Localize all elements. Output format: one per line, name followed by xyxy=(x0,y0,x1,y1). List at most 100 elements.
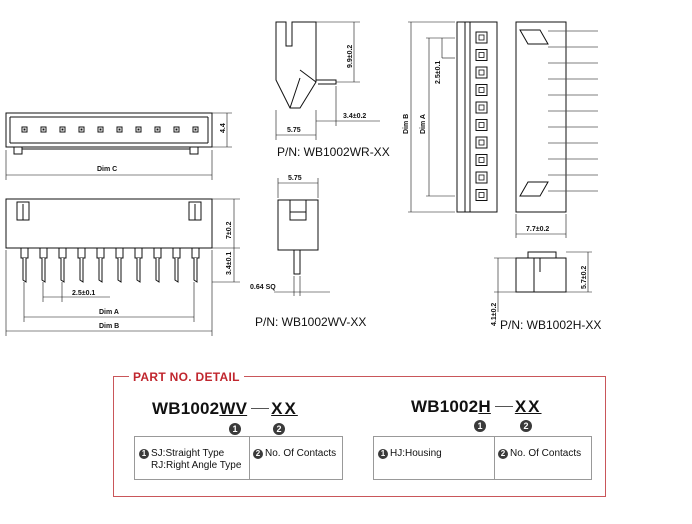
housing-cell xyxy=(475,49,488,61)
housing-cell xyxy=(475,119,488,131)
housing-cell xyxy=(475,171,488,184)
top-view xyxy=(5,112,232,180)
wr-part-number: P/N: WB1002WR-XX xyxy=(277,145,390,159)
wv-pin-dim: 0.64 SQ xyxy=(250,284,276,291)
h-height-dim: 5.7±0.2 xyxy=(581,266,588,289)
top-pin-dot xyxy=(61,128,64,131)
front-slot xyxy=(191,248,200,259)
left-contacts-cell xyxy=(249,436,343,480)
top-pin xyxy=(78,126,85,133)
housing-cell-inner xyxy=(478,104,485,111)
right-code-suffix: H xyxy=(478,397,491,416)
part-detail-box xyxy=(113,376,606,497)
right-marker-1: 1 xyxy=(474,420,486,432)
top-dim-c: Dim C xyxy=(97,166,117,173)
left-code-contacts: XX xyxy=(271,399,298,418)
wv-side-view xyxy=(274,178,330,296)
front-slot xyxy=(153,248,162,259)
front-pin xyxy=(98,258,103,283)
housing-cell-inner xyxy=(478,34,485,41)
housing-cell xyxy=(475,189,488,201)
top-pin-dot xyxy=(99,128,102,131)
right-contacts-cell xyxy=(494,436,592,480)
housing-cell-inner xyxy=(478,174,485,181)
top-pin xyxy=(192,126,199,133)
front-pin xyxy=(117,258,122,283)
h-part-number: P/N: WB1002H-XX xyxy=(500,318,601,332)
housing-cell xyxy=(475,154,488,166)
top-pin-dot xyxy=(156,128,159,131)
housing-cell-inner xyxy=(478,122,485,128)
housing-cell-inner xyxy=(478,157,485,163)
front-pin xyxy=(79,258,84,283)
h-bottom-dim: 4.1±0.2 xyxy=(491,303,498,326)
front-slot xyxy=(39,248,48,259)
top-pin xyxy=(40,126,47,133)
top-pin xyxy=(21,126,28,133)
housing-cell-inner xyxy=(478,69,485,76)
front-pin xyxy=(41,258,46,283)
housing-cell xyxy=(475,66,488,79)
housing-cell xyxy=(475,84,488,96)
housing-width-dim: 7.7±0.2 xyxy=(526,226,549,233)
housing-cell-inner xyxy=(478,139,485,146)
front-pitch-dim: 2.5±0.1 xyxy=(72,290,95,297)
wr-side-view xyxy=(275,21,380,140)
front-slot xyxy=(58,248,67,259)
top-pin xyxy=(59,126,66,133)
part-detail-title: PART NO. DETAIL xyxy=(129,370,244,384)
top-pin-dot xyxy=(137,128,140,131)
front-height-dim: 7±0.2 xyxy=(226,221,233,239)
right-marker-2: 2 xyxy=(520,420,532,432)
right-code-prefix: WB1002 xyxy=(411,397,479,416)
left-marker-2: 2 xyxy=(273,423,285,435)
top-pin-dot xyxy=(175,128,178,131)
housing-pitch-dim: 2.5±0.1 xyxy=(435,61,442,84)
front-slot xyxy=(172,248,181,259)
housing-cell-inner xyxy=(478,87,485,93)
top-pin-dot xyxy=(118,128,121,131)
top-pin xyxy=(173,126,180,133)
front-pin xyxy=(136,258,141,283)
wv-part-number: P/N: WB1002WV-XX xyxy=(255,315,366,329)
housing-dim-b: Dim B xyxy=(403,114,410,134)
top-pin xyxy=(97,126,104,133)
housing-cell xyxy=(475,136,488,149)
top-pin-dot xyxy=(194,128,197,131)
front-slot xyxy=(115,248,124,259)
right-part-code: WB1002H XX xyxy=(411,397,542,417)
front-pin xyxy=(155,258,160,283)
right-code-contacts: XX xyxy=(514,397,542,416)
left-type-cell xyxy=(134,436,250,480)
top-pin-dot xyxy=(23,128,26,131)
left-type-line2: RJ:Right Angle Type xyxy=(151,460,242,471)
front-pin xyxy=(22,258,27,283)
top-pin-dot xyxy=(42,128,45,131)
housing-cell-inner xyxy=(478,192,485,198)
top-pin-dot xyxy=(80,128,83,131)
front-dim-a: Dim A xyxy=(99,309,119,316)
housing-cell xyxy=(475,31,488,44)
wr-width-dim: 5.75 xyxy=(287,127,301,134)
wr-height-dim: 9.9±0.2 xyxy=(347,45,354,68)
left-code-prefix: WB1002 xyxy=(152,399,220,418)
front-pin-length-dim: 3.4±0.1 xyxy=(226,252,233,275)
front-pin xyxy=(174,258,179,283)
front-slot xyxy=(77,248,86,259)
front-pin xyxy=(60,258,65,283)
housing-dim-a: Dim A xyxy=(420,114,427,134)
h-small-view xyxy=(494,251,592,312)
front-slot xyxy=(96,248,105,259)
front-dim-b: Dim B xyxy=(99,323,119,330)
top-pin xyxy=(116,126,123,133)
front-pin xyxy=(193,258,198,283)
front-slot xyxy=(20,248,29,259)
top-pin xyxy=(154,126,161,133)
housing-cell xyxy=(475,101,488,114)
